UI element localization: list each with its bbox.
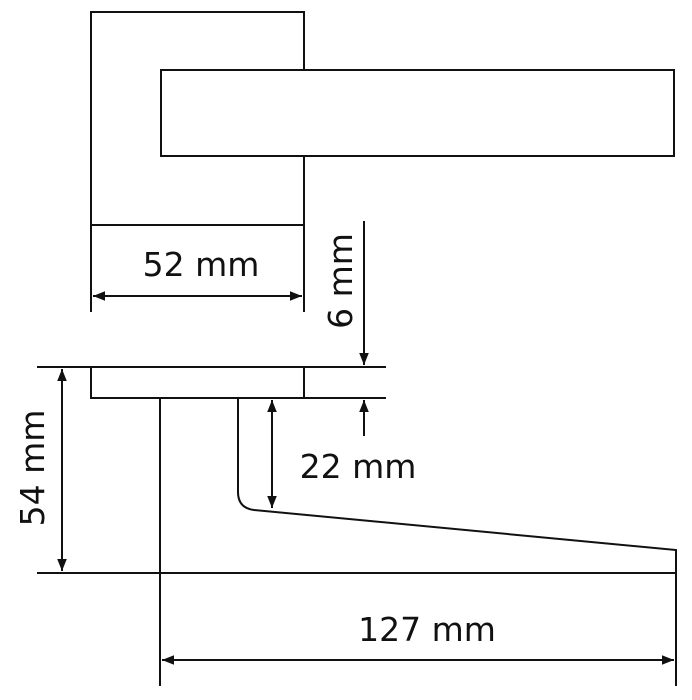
lever-front [160, 69, 675, 157]
dimension-label-52mm: 52 mm [143, 245, 260, 284]
dimension-label-22mm: 22 mm [300, 447, 417, 486]
rosette-side [90, 366, 305, 399]
lever-side-profile [237, 398, 677, 573]
dimension-6mm: 6 mm [321, 221, 369, 436]
dimension-54mm: 54 mm [13, 369, 67, 571]
dimension-127mm: 127 mm [162, 610, 674, 665]
dimension-52mm: 52 mm [93, 245, 302, 301]
front-view [90, 11, 675, 312]
dimension-label-127mm: 127 mm [358, 610, 496, 649]
dimension-label-54mm: 54 mm [13, 410, 52, 527]
dimension-label-6mm: 6 mm [321, 233, 360, 329]
side-view [37, 366, 677, 686]
dimension-22mm: 22 mm [267, 400, 417, 508]
